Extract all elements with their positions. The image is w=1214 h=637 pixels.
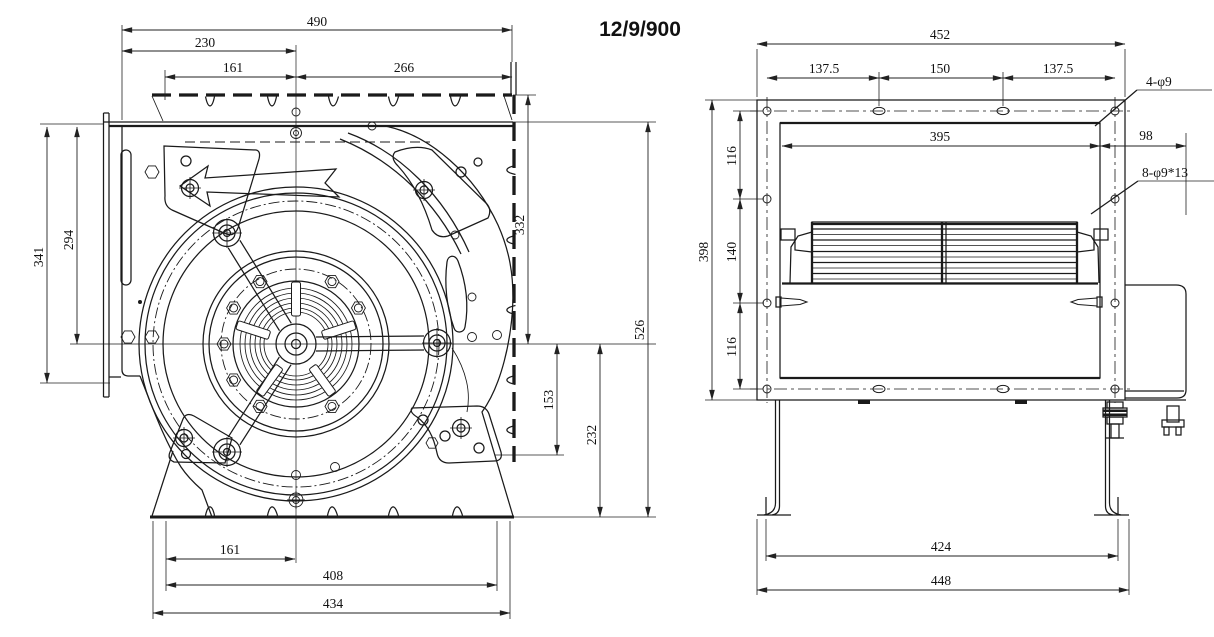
callout-8-phi9x13: 8-φ9*13 — [1142, 165, 1188, 180]
dim-label-161-base: 161 — [220, 542, 240, 557]
dim-label-526: 526 — [632, 320, 647, 341]
housing-opening — [779, 122, 1101, 379]
mounting-base — [150, 506, 514, 519]
terminal-bracket — [1161, 405, 1185, 436]
impeller-drum — [810, 221, 1079, 284]
dim-label-232: 232 — [584, 425, 599, 445]
dim-label-424: 424 — [931, 539, 952, 554]
panel-fasteners — [120, 107, 502, 509]
callout-4-phi9: 4-φ9 — [1146, 74, 1172, 89]
inlet-flange-plate — [102, 112, 132, 398]
dim-label-490: 490 — [307, 14, 328, 29]
dim-label-230: 230 — [195, 35, 216, 50]
dim-label-153: 153 — [541, 390, 556, 411]
bracket-bottom-right — [410, 405, 502, 464]
spoke-bolt — [212, 437, 242, 467]
front-view-drawing: 452 137.5 150 137.5 395 98 398 116 140 1… — [696, 27, 1214, 595]
dim-label-341: 341 — [31, 247, 46, 267]
front-view-dimensions: 452 137.5 150 137.5 395 98 398 116 140 1… — [696, 27, 1187, 595]
drum-supports — [780, 228, 1109, 284]
side-view-drawing: 490 230 161 266 341 294 332 153 232 526 … — [31, 14, 656, 619]
cutoff-slot — [445, 255, 468, 333]
housing-outer-frame — [756, 99, 1126, 401]
spoke-bolt — [422, 328, 452, 358]
scroll-housing-outline — [121, 125, 514, 518]
outlet-flange-top — [151, 62, 517, 122]
dim-label-294: 294 — [61, 230, 76, 251]
dim-label-137-5-left: 137.5 — [809, 61, 840, 76]
dim-label-116-bottom: 116 — [724, 337, 739, 357]
dim-label-408: 408 — [323, 568, 344, 583]
dim-label-150: 150 — [930, 61, 951, 76]
shaft-hub — [275, 323, 317, 365]
weld-tick — [858, 400, 870, 404]
lower-housing — [757, 400, 1129, 516]
keyhole-slots — [775, 296, 1103, 308]
drawing-title: 12/9/900 — [599, 18, 681, 41]
bracket-top-right — [392, 146, 491, 238]
dim-label-434: 434 — [323, 596, 344, 611]
motor-box — [1125, 284, 1187, 401]
dim-label-398: 398 — [696, 242, 711, 263]
side-view-dimensions: 490 230 161 266 341 294 332 153 232 526 … — [31, 14, 656, 619]
shaft-bearing — [1102, 401, 1128, 439]
bracket-top-left — [163, 145, 261, 236]
dim-label-332: 332 — [512, 215, 527, 235]
dim-label-137-5-right: 137.5 — [1043, 61, 1074, 76]
dim-label-448: 448 — [931, 573, 952, 588]
dim-label-98: 98 — [1139, 128, 1153, 143]
ring-bolts — [216, 275, 366, 413]
spoke-bolt — [212, 218, 242, 248]
weld-tick — [1015, 400, 1027, 404]
hole-callouts: 4-φ9 8-φ9*13 — [1090, 74, 1214, 215]
dim-label-161-top: 161 — [223, 60, 243, 75]
flange-slot — [120, 149, 132, 286]
bracket-bottom-left — [168, 413, 233, 464]
motor-vent-grille — [235, 281, 357, 401]
discharge-flange-right — [506, 95, 516, 462]
rotation-arrow-icon — [178, 164, 341, 208]
dim-label-140: 140 — [724, 242, 739, 263]
dim-label-452: 452 — [930, 27, 950, 42]
dim-label-395: 395 — [930, 129, 951, 144]
dim-label-266: 266 — [394, 60, 415, 75]
dim-label-116-top: 116 — [724, 146, 739, 166]
